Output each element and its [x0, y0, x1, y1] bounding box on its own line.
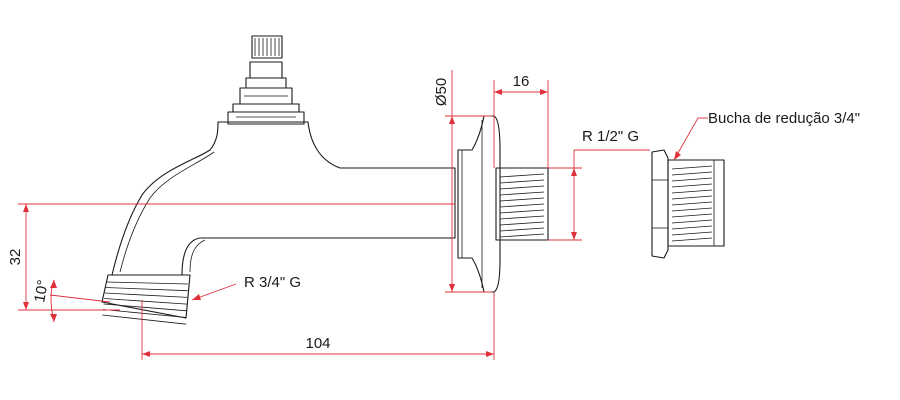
thread-line: [104, 298, 188, 305]
thread-line: [671, 171, 713, 176]
thread-line: [499, 191, 545, 196]
thread-line: [499, 179, 545, 184]
thread-line: [671, 195, 713, 200]
thread-line: [671, 219, 713, 224]
thread-line: [105, 281, 189, 285]
label-angle: 10°: [31, 279, 52, 304]
thread-line: [102, 309, 187, 318]
thread-line: [671, 183, 713, 188]
wall-flange: [457, 115, 501, 293]
thread-line: [671, 213, 713, 218]
label-outlet-thread: R 3/4" G: [244, 274, 301, 291]
thread-line: [499, 209, 545, 214]
thread-line: [671, 165, 713, 170]
thread-line: [671, 177, 713, 182]
thread-line: [671, 207, 713, 212]
label-flange-diameter: Ø50: [433, 78, 450, 106]
knurl-lines: [254, 38, 280, 56]
thread-line: [103, 303, 187, 312]
thread-line: [499, 221, 545, 226]
thread-line: [499, 197, 545, 202]
thread-line: [499, 185, 545, 190]
label-total-length: 104: [305, 335, 330, 352]
thread-line: [671, 231, 713, 236]
valve-stem: [227, 35, 305, 125]
label-height: 32: [7, 249, 24, 266]
thread-line: [499, 227, 545, 232]
thread-line: [499, 215, 545, 220]
label-nipple-length: 16: [513, 73, 530, 90]
thread-line: [499, 233, 545, 238]
label-reducer-bushing: Bucha de redução 3/4": [708, 110, 860, 127]
thread-line: [499, 203, 545, 208]
thread-line: [499, 173, 545, 178]
thread-line: [671, 225, 713, 230]
label-inlet-thread: R 1/2" G: [582, 128, 639, 145]
thread-line: [671, 201, 713, 206]
thread-line: [102, 314, 187, 325]
thread-line: [671, 237, 713, 242]
thread-line: [105, 287, 188, 292]
thread-line: [104, 292, 188, 298]
outlet-thread: [101, 274, 191, 325]
faucet-body: [111, 121, 456, 276]
dimension-lines: [18, 70, 708, 360]
reducer-bushing: [651, 149, 725, 259]
threaded-nipple: [495, 167, 549, 241]
thread-line: [671, 189, 713, 194]
